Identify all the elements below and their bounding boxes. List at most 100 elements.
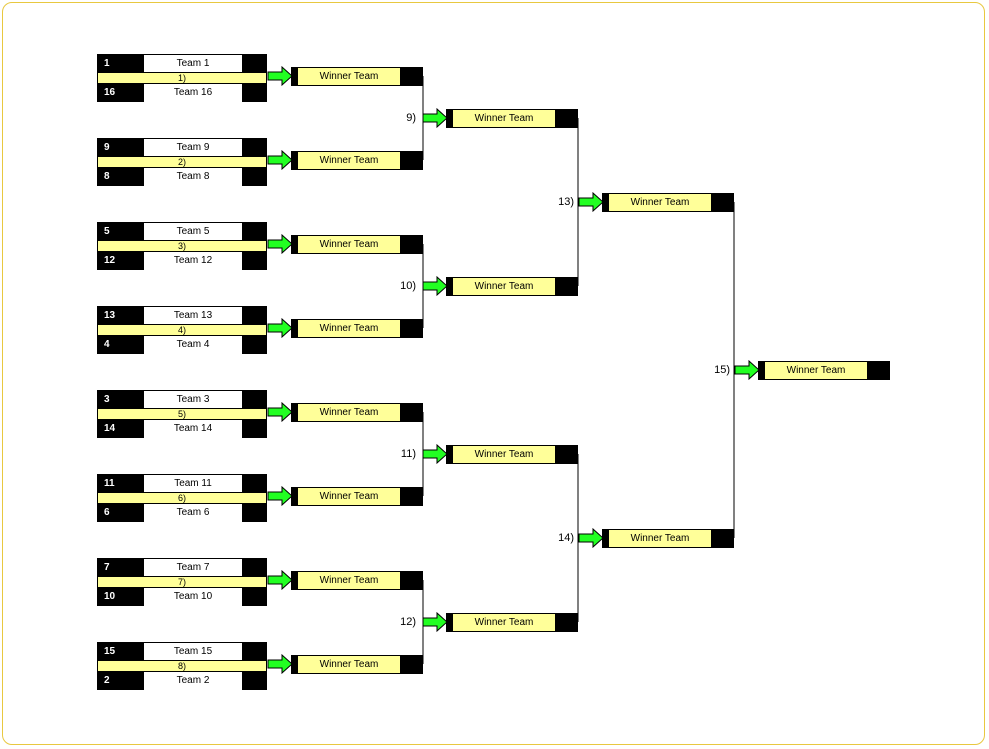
winner-name: Winner Team — [765, 362, 867, 379]
seed-number: 12 — [104, 255, 116, 266]
winner-name: Winner Team — [453, 614, 555, 631]
team-name[interactable]: Team 15 — [144, 643, 242, 661]
advance-arrow-icon — [267, 570, 293, 590]
team-name[interactable]: Team 5 — [144, 223, 242, 241]
seed-number: 15 — [104, 646, 116, 657]
seed-number: 6 — [104, 507, 110, 518]
match-label: 2) — [97, 156, 267, 168]
advance-arrow-icon — [267, 150, 293, 170]
team-name[interactable]: Team 10 — [144, 588, 242, 606]
team-name[interactable]: Team 4 — [144, 336, 242, 354]
round2-winner-box[interactable]: Winner Team — [291, 151, 423, 170]
round-match-label: 13) — [558, 196, 574, 208]
match-label: 3) — [97, 240, 267, 252]
round3-winner-box[interactable]: Winner Team — [446, 109, 578, 128]
advance-arrow-icon — [422, 444, 448, 464]
advance-arrow-icon — [578, 192, 604, 212]
advance-arrow-icon — [267, 318, 293, 338]
champion-box[interactable]: Winner Team — [758, 361, 890, 380]
match-label: 7) — [97, 576, 267, 588]
round-match-label: 14) — [558, 532, 574, 544]
match-label: 4) — [97, 324, 267, 336]
team-name[interactable]: Team 11 — [144, 475, 242, 493]
round3-winner-box[interactable]: Winner Team — [446, 277, 578, 296]
team-name[interactable]: Team 7 — [144, 559, 242, 577]
seed-number: 8 — [104, 171, 110, 182]
winner-name: Winner Team — [298, 320, 400, 337]
winner-name: Winner Team — [453, 446, 555, 463]
round2-winner-box[interactable]: Winner Team — [291, 319, 423, 338]
winner-name: Winner Team — [453, 278, 555, 295]
round2-winner-box[interactable]: Winner Team — [291, 571, 423, 590]
seed-number: 10 — [104, 591, 116, 602]
advance-arrow-icon — [422, 108, 448, 128]
winner-name: Winner Team — [298, 656, 400, 673]
winner-name: Winner Team — [298, 152, 400, 169]
seed-number: 5 — [104, 226, 110, 237]
round2-winner-box[interactable]: Winner Team — [291, 235, 423, 254]
winner-name: Winner Team — [609, 530, 711, 547]
match-label: 5) — [97, 408, 267, 420]
seed-number: 9 — [104, 142, 110, 153]
team-name[interactable]: Team 13 — [144, 307, 242, 325]
round4-winner-box[interactable]: Winner Team — [602, 193, 734, 212]
winner-name: Winner Team — [298, 488, 400, 505]
advance-arrow-icon — [578, 528, 604, 548]
team-name[interactable]: Team 2 — [144, 672, 242, 690]
match-label: 6) — [97, 492, 267, 504]
winner-name: Winner Team — [298, 572, 400, 589]
advance-arrow-icon — [734, 360, 760, 380]
round-match-label: 9) — [406, 112, 416, 124]
seed-number: 1 — [104, 58, 110, 69]
seed-number: 14 — [104, 423, 116, 434]
team-name[interactable]: Team 3 — [144, 391, 242, 409]
round2-winner-box[interactable]: Winner Team — [291, 655, 423, 674]
advance-arrow-icon — [422, 612, 448, 632]
round4-winner-box[interactable]: Winner Team — [602, 529, 734, 548]
team-name[interactable]: Team 14 — [144, 420, 242, 438]
seed-number: 2 — [104, 675, 110, 686]
seed-number: 7 — [104, 562, 110, 573]
seed-number: 16 — [104, 87, 116, 98]
round3-winner-box[interactable]: Winner Team — [446, 445, 578, 464]
advance-arrow-icon — [422, 276, 448, 296]
team-name[interactable]: Team 6 — [144, 504, 242, 522]
winner-name: Winner Team — [453, 110, 555, 127]
advance-arrow-icon — [267, 654, 293, 674]
round2-winner-box[interactable]: Winner Team — [291, 67, 423, 86]
round-match-label: 11) — [400, 448, 416, 460]
round3-winner-box[interactable]: Winner Team — [446, 613, 578, 632]
round-match-label: 12) — [400, 616, 416, 628]
round2-winner-box[interactable]: Winner Team — [291, 487, 423, 506]
seed-number: 11 — [104, 478, 115, 489]
advance-arrow-icon — [267, 66, 293, 86]
seed-number: 3 — [104, 394, 110, 405]
seed-number: 4 — [104, 339, 110, 350]
advance-arrow-icon — [267, 234, 293, 254]
team-name[interactable]: Team 8 — [144, 168, 242, 186]
winner-name: Winner Team — [298, 68, 400, 85]
seed-number: 13 — [104, 310, 116, 321]
team-name[interactable]: Team 16 — [144, 84, 242, 102]
match-label: 8) — [97, 660, 267, 672]
advance-arrow-icon — [267, 486, 293, 506]
advance-arrow-icon — [267, 402, 293, 422]
round-match-label: 10) — [400, 280, 416, 292]
team-name[interactable]: Team 9 — [144, 139, 242, 157]
match-label: 1) — [97, 72, 267, 84]
winner-name: Winner Team — [298, 404, 400, 421]
winner-name: Winner Team — [298, 236, 400, 253]
team-name[interactable]: Team 12 — [144, 252, 242, 270]
team-name[interactable]: Team 1 — [144, 55, 242, 73]
round2-winner-box[interactable]: Winner Team — [291, 403, 423, 422]
round-match-label: 15) — [714, 364, 730, 376]
winner-name: Winner Team — [609, 194, 711, 211]
